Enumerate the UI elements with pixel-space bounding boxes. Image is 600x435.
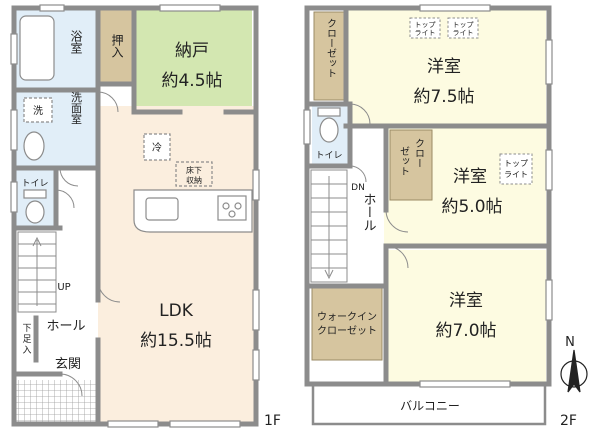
western-bottom-size: 約7.0帖 (435, 321, 496, 341)
skylight-3-line1: トップ (504, 159, 528, 168)
fridge (143, 133, 171, 161)
doors-1f (55, 91, 121, 397)
closet-top-label: クローゼット (325, 18, 337, 78)
underfloor-storage (175, 161, 213, 187)
shoe-closet-label-1: 下 (22, 324, 31, 334)
fridge-label: 冷 (152, 141, 162, 154)
storage-room-area (134, 10, 252, 110)
windows-1f (10, 4, 260, 428)
hall-label-1f: ホール (46, 319, 85, 334)
toilet-label-1f: トイレ (21, 179, 48, 189)
skylight-2-line1: トップ (453, 21, 474, 29)
ldk-name: LDK (159, 301, 194, 321)
skylight-1-line2: ライト (415, 29, 436, 37)
washer-label: 洗 (33, 105, 43, 117)
western-bottom-area (384, 250, 546, 384)
storage-closet-area (100, 10, 132, 82)
storage-room-name: 納戸 (175, 41, 209, 61)
toilet-bowl-1f (25, 200, 45, 224)
floor-1f-label: 1F (264, 413, 281, 429)
closet-mid-label-1: クロー (413, 138, 424, 168)
floor-2f-label: 2F (560, 413, 577, 429)
up-label: UP (57, 282, 70, 293)
floor-2f: クローゼット 洋室 約7.5帖 トップ ライト トップ ライト トップ ライト … (303, 4, 577, 429)
entrance-hatch (16, 380, 96, 422)
storage-room-size: 約4.5帖 (161, 71, 222, 91)
compass-arrow-icon (567, 349, 581, 393)
balcony-label: バルコニー (400, 399, 460, 413)
ldk-area (98, 106, 254, 422)
walkin-label-1: ウォークイン (317, 311, 377, 323)
bathtub (19, 15, 55, 81)
compass-north: N (565, 335, 575, 350)
toilet-fixture-2f (317, 107, 341, 143)
stairs-1f (17, 231, 57, 313)
western-bottom-name: 洋室 (449, 291, 483, 311)
washing-machine (23, 97, 53, 123)
western-top-area (346, 10, 546, 126)
western-mid-size: 約5.0帖 (441, 197, 502, 217)
underfloor-label-2: 収納 (186, 175, 202, 185)
bath-label: 浴室 (69, 30, 83, 54)
fixtures-1f (19, 15, 253, 233)
kitchen-sink (145, 197, 179, 221)
western-top-name: 洋室 (427, 57, 461, 77)
ldk-size: 約15.5帖 (140, 331, 212, 351)
closet-top-area (313, 11, 345, 101)
floor-1f: 浴室 押入 納戸 約4.5帖 洗 洗面室 トイレ 冷 床下 収納 LDK 約15… (10, 4, 281, 429)
windows-2f (303, 4, 553, 388)
doors-2f (349, 103, 409, 269)
closet-mid-label-2: ゼット (398, 146, 410, 176)
stairs-2f (310, 169, 348, 283)
compass: N (560, 335, 588, 393)
western-top-size: 約7.5帖 (413, 87, 474, 107)
underfloor-label-1: 床下 (186, 165, 202, 175)
walkin-label-2: クローゼット (317, 325, 377, 337)
shoe-closet-label-3: 入 (22, 345, 31, 356)
washbasin (23, 131, 45, 161)
washroom-label: 洗面室 (70, 91, 83, 124)
skylight-2-line2: ライト (453, 29, 474, 37)
entrance-label: 玄関 (55, 357, 81, 372)
shoe-closet-label-2: 足 (22, 334, 31, 345)
toilet-tank-1f (23, 189, 47, 199)
skylights (409, 17, 533, 185)
toilet-label-2f: トイレ (315, 151, 342, 161)
walkin-closet-area (311, 287, 383, 361)
dn-label: DN (351, 183, 365, 193)
storage-closet-label: 押入 (110, 34, 124, 58)
hall-label-2f: ホール (361, 193, 376, 232)
closet-mid-area (389, 129, 433, 201)
skylight-1-line1: トップ (415, 21, 436, 29)
skylight-3-line2: ライト (504, 170, 528, 179)
western-mid-name: 洋室 (453, 167, 487, 187)
